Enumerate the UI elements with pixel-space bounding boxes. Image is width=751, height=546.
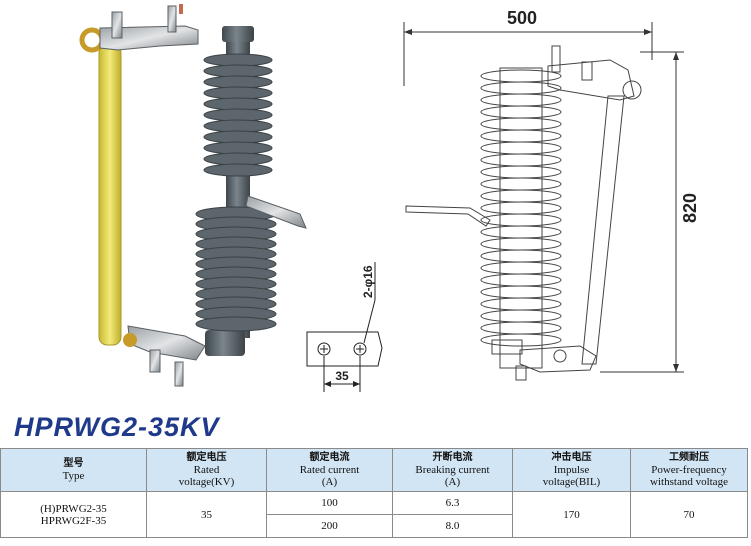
insulator-shed: [480, 117, 562, 131]
insulator-shed: [203, 141, 273, 155]
insulator-shed: [480, 237, 562, 251]
insulator-shed: [195, 316, 277, 332]
mounting-plate: [306, 331, 383, 367]
insulator-shed: [480, 153, 562, 167]
insulator-shed: [480, 273, 562, 287]
height-dimension: 820: [680, 193, 700, 223]
outline-drawing: [403, 22, 684, 381]
table-row: (H)PRWG2-35 HPRWG2F-35 35 100 6.3 170 70: [0, 491, 748, 538]
insulator-shed: [203, 64, 273, 78]
hole-spacing-label: 35: [335, 369, 349, 383]
insulator-upper-sheds: [203, 53, 273, 177]
cell-model: (H)PRWG2-35 HPRWG2F-35: [0, 491, 147, 538]
product-figure: 2-φ16 35: [79, 4, 700, 392]
header-impulse-voltage: 冲击电压 Impulse voltage(BIL): [512, 448, 631, 492]
insulator-shed: [203, 97, 273, 111]
table-row: 200 8.0: [1, 514, 748, 538]
mount-hole-left: [317, 342, 331, 356]
insulator-shed: [203, 119, 273, 133]
header-rated-current: 额定电流 Rated current (A): [266, 448, 393, 492]
insulator-shed: [203, 130, 273, 144]
cell-power-frequency: 70: [630, 491, 748, 538]
insulator-shed: [203, 86, 273, 100]
cell-rated-voltage: 35: [146, 491, 267, 538]
cell-impulse-voltage: 170: [512, 491, 631, 538]
insulator-shed: [203, 163, 273, 177]
outline-fuse-tube: [581, 95, 625, 365]
insulator-shed: [480, 177, 562, 191]
mount-hole-right: [353, 342, 367, 356]
insulator-shed: [480, 105, 562, 119]
cell-breaking-current: 6.3: [392, 491, 513, 515]
cell-rated-current: 200: [266, 514, 393, 538]
insulator-shed: [480, 81, 562, 95]
hole-spec-label: 2-φ16: [361, 265, 375, 298]
insulator-shed: [203, 75, 273, 89]
insulator-shed: [480, 69, 562, 83]
product-title: HPRWG2-35KV: [14, 412, 220, 442]
header-breaking-current: 开断电流 Breaking current (A): [392, 448, 513, 492]
header-power-frequency: 工频耐压 Power-frequency withstand voltage: [630, 448, 748, 492]
insulator-shed: [480, 93, 562, 107]
insulator-shed: [480, 225, 562, 239]
fuse-cutout-photo: [79, 4, 307, 387]
insulator-shed: [480, 201, 562, 215]
insulator-shed: [480, 249, 562, 263]
mounting-bracket: [245, 195, 307, 229]
insulator-shed: [480, 213, 562, 227]
insulator-shed: [480, 261, 562, 275]
header-type: 型号 Type: [0, 448, 147, 492]
pull-ring: [79, 27, 105, 53]
header-rated-voltage: 额定电压 Rated voltage(KV): [146, 448, 267, 492]
cell-rated-current: 100: [266, 491, 393, 515]
spec-table: 型号 Type 额定电压 Rated voltage(KV) 额定电流 Rate…: [0, 448, 748, 538]
insulator-shed: [480, 129, 562, 143]
insulator-shed: [480, 333, 562, 347]
insulator-shed: [480, 297, 562, 311]
insulator-shed: [480, 141, 562, 155]
mounting-plate-detail: 2-φ16 35: [306, 262, 383, 392]
insulator-shed: [480, 321, 562, 335]
insulator-shed: [203, 108, 273, 122]
insulator-lower-sheds: [195, 206, 277, 332]
fuse-tube: [98, 44, 122, 346]
insulator-shed: [203, 152, 273, 166]
cell-breaking-current: 8.0: [392, 514, 513, 538]
insulator-shed: [203, 53, 273, 67]
insulator-shed: [480, 165, 562, 179]
insulator-shed: [480, 189, 562, 203]
insulator-shed: [480, 285, 562, 299]
width-dimension: 500: [507, 8, 537, 28]
outline-insulator-sheds: [480, 69, 562, 347]
lower-contact: [127, 325, 206, 361]
insulator-shed: [480, 309, 562, 323]
table-header-row: 型号 Type 额定电压 Rated voltage(KV) 额定电流 Rate…: [0, 448, 748, 492]
